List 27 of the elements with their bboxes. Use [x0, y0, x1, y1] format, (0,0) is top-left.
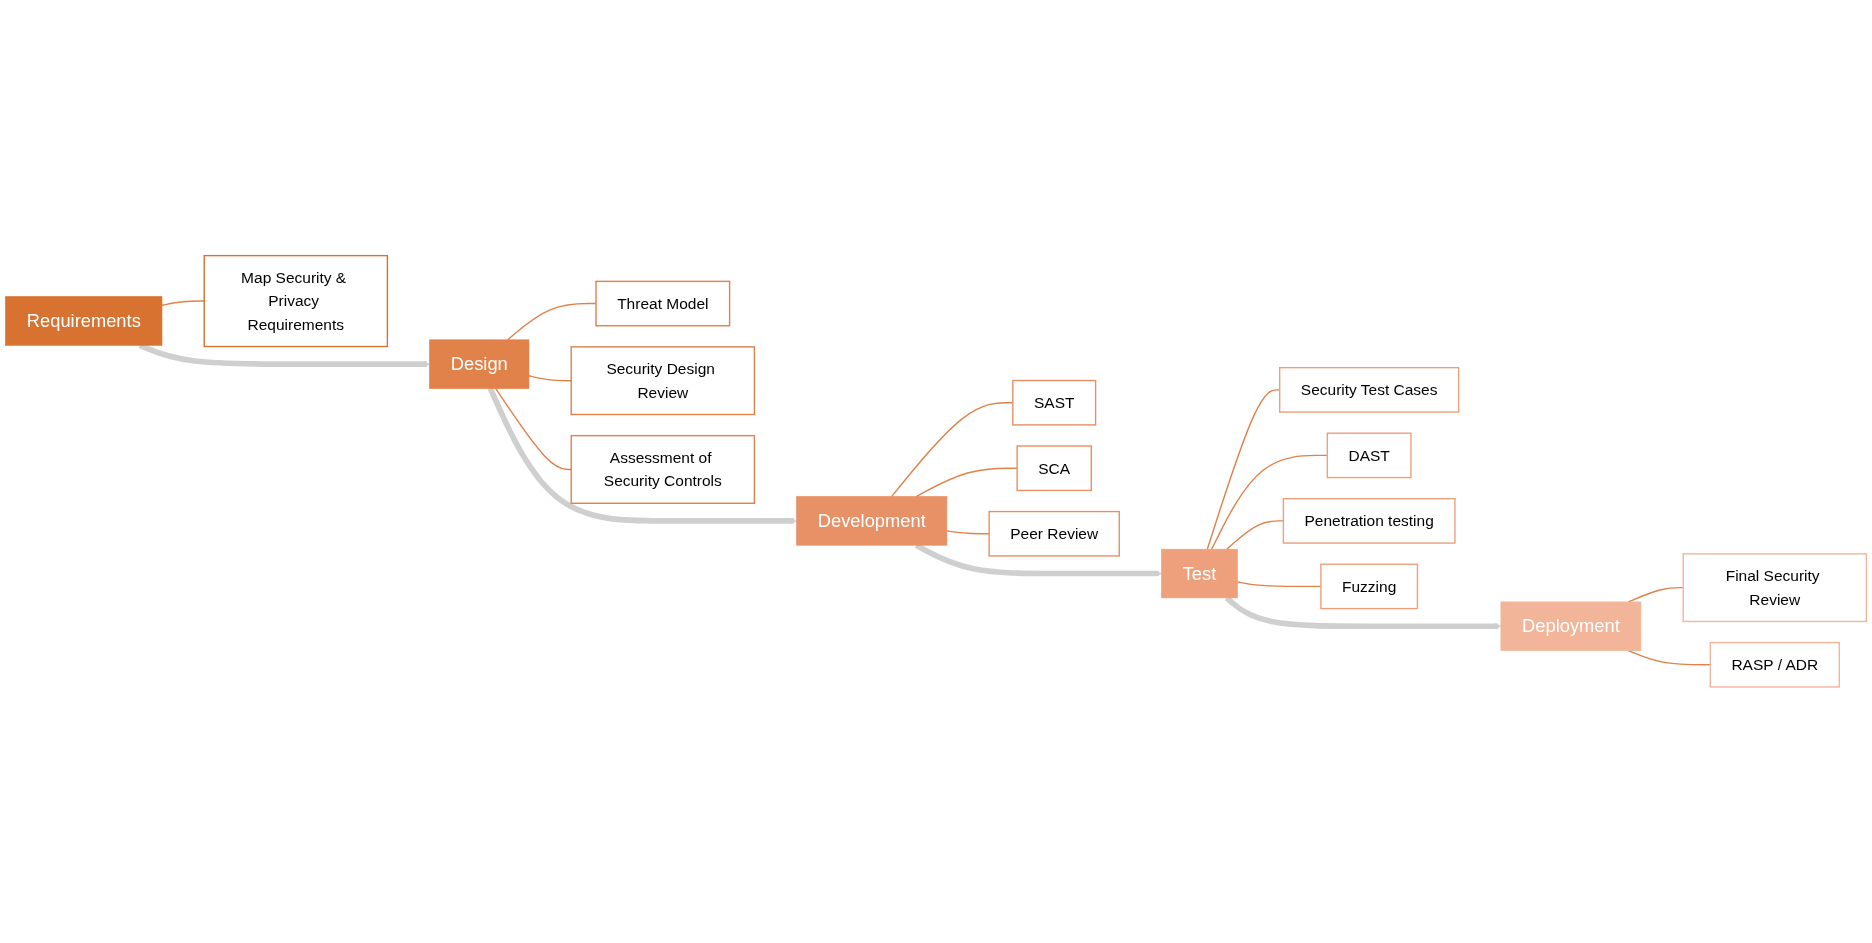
connector [1627, 650, 1711, 666]
connector [494, 387, 572, 471]
node-box: Map Security & Privacy Requirements [203, 255, 389, 348]
node-box: Deployment [1500, 601, 1642, 652]
connector [528, 375, 572, 382]
node-box: Threat Model [595, 280, 731, 327]
node-box: Requirements [5, 296, 163, 346]
node-box: Security Test Cases [1278, 367, 1460, 413]
node-box: Final Security Review [1682, 553, 1868, 623]
connector [915, 467, 1018, 498]
node-box: Test [1161, 549, 1238, 599]
node-box: Fuzzing [1320, 563, 1419, 610]
connector [161, 300, 205, 307]
node-box: Penetration testing [1282, 498, 1456, 544]
node-box: Peer Review [988, 511, 1120, 557]
arrow [487, 387, 797, 525]
node-box: SCA [1016, 445, 1092, 492]
node-box: RASP / ADR [1709, 642, 1840, 688]
node-box: Development [796, 496, 948, 546]
node-box: Assessment of Security Controls [570, 435, 756, 505]
node-box: SAST [1012, 380, 1097, 426]
connector [507, 303, 597, 341]
node-box: DAST [1326, 432, 1412, 479]
connector [946, 530, 990, 535]
connector [1627, 587, 1684, 603]
node-box: Design [429, 339, 530, 389]
node-box: Security Design Review [570, 346, 756, 416]
